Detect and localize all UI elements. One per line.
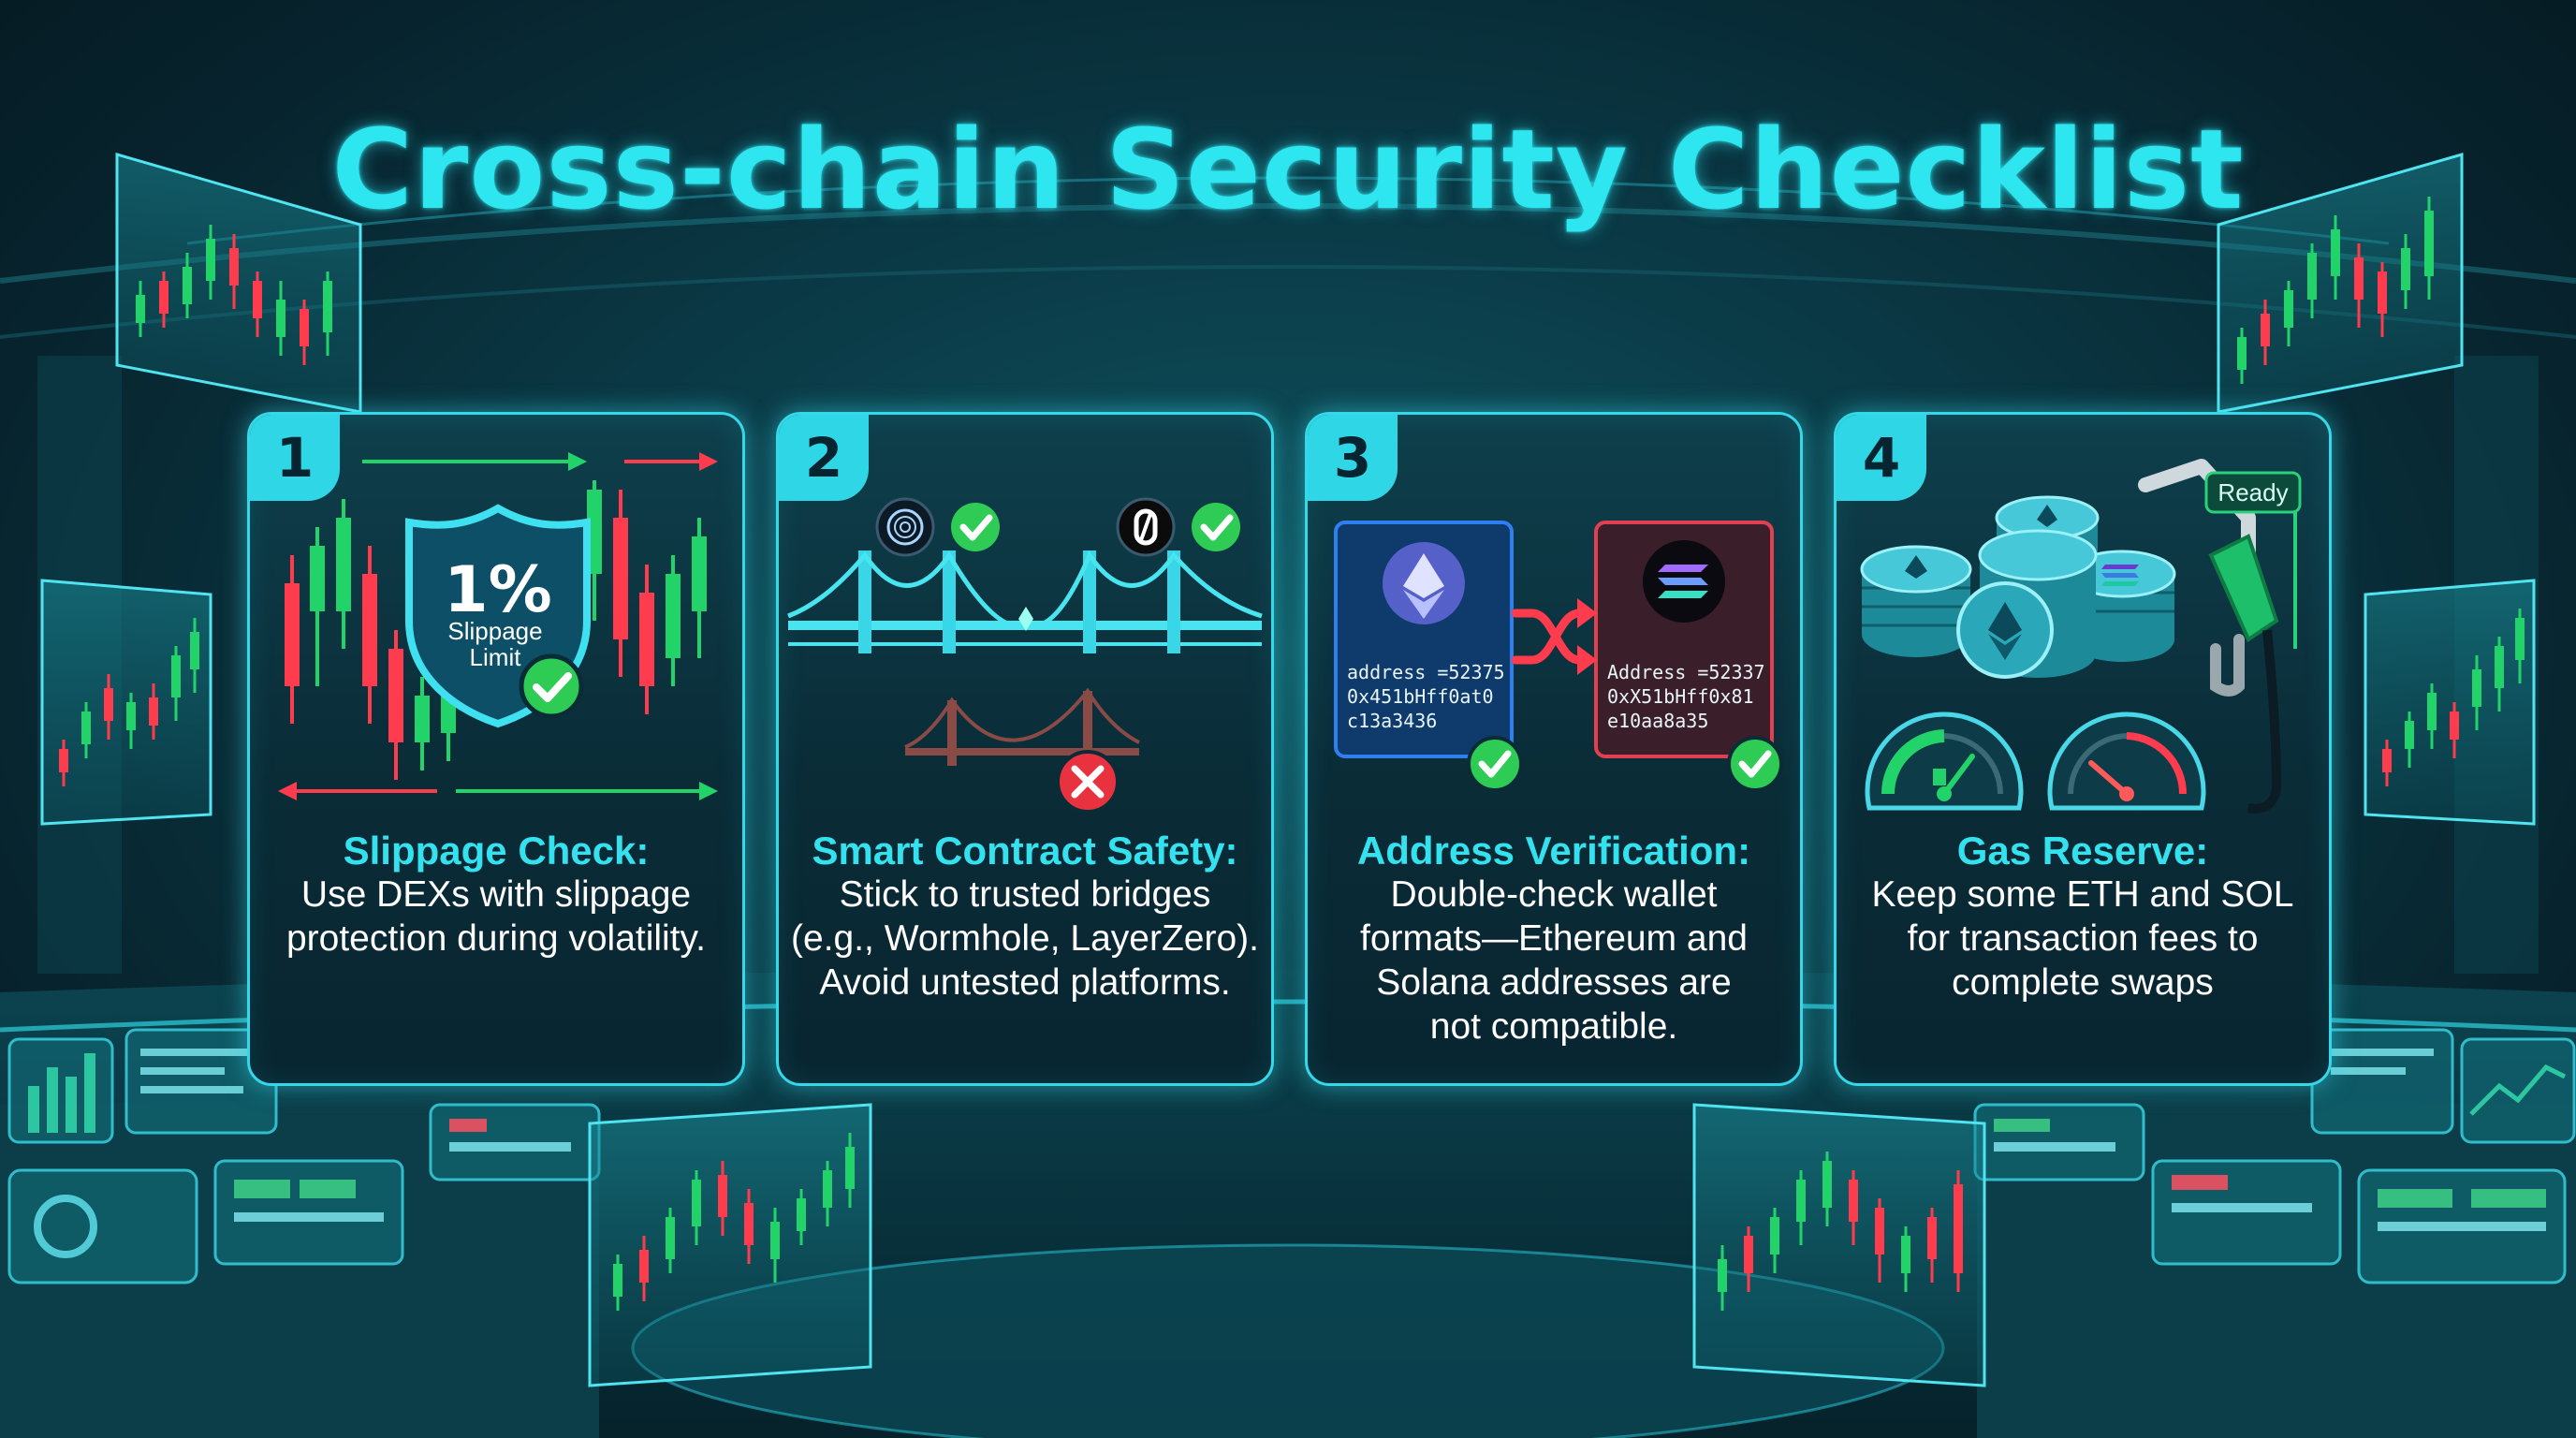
eth-address-line: address =52375 — [1347, 661, 1505, 683]
card-body-line: Stick to trusted bridges — [839, 874, 1211, 915]
checklist-card-gas: Ready 4 Gas Reserve: Keep some ETH and S… — [1834, 412, 2332, 1086]
slippage-limit-label: Slippage — [447, 617, 542, 645]
checklist-card-slippage: 1% Slippage Limit 1 Slippage Check: Use … — [247, 412, 745, 1086]
layerzero-logo — [1116, 497, 1176, 557]
sol-address-line: 0xX51bHff0x81 — [1607, 685, 1754, 708]
page-title: Cross-chain Security Checklist — [331, 105, 2245, 234]
slippage-limit-value: 1% — [444, 553, 551, 627]
check-icon — [519, 653, 584, 719]
shuffle-icon — [1511, 598, 1598, 675]
arrow-left — [278, 782, 718, 800]
card-body-line: Keep some ETH and SOL — [1871, 874, 2294, 915]
status-badge-label: Ready — [2217, 478, 2288, 506]
step-number-badge: 3 — [1308, 415, 1398, 501]
gas-pump-icon — [2138, 459, 2282, 814]
card-body-line: (e.g., Wormhole, LayerZero). — [791, 918, 1259, 959]
wormhole-logo — [875, 497, 935, 557]
card-body-line: Avoid untested platforms. — [819, 962, 1231, 1003]
card-text: Slippage Check: Use DEXs with slippage p… — [259, 829, 733, 961]
untrusted-bridge — [904, 687, 1140, 766]
check-icon — [1467, 736, 1523, 792]
step-number-badge: 4 — [1837, 415, 1926, 501]
bridge-illustration — [787, 497, 1263, 814]
floating-chart-panel — [40, 579, 212, 826]
card-text: Gas Reserve: Keep some ETH and SOL for t… — [1846, 829, 2320, 1005]
eth-address-line: c13a3436 — [1347, 710, 1437, 732]
checklist-card-address: address =52375 0x451bHff0at0 c13a3436 Ad… — [1305, 412, 1803, 1086]
check-icon — [951, 503, 1000, 551]
floating-chart-panel — [588, 1103, 872, 1387]
cross-icon — [1056, 750, 1120, 814]
trusted-bridge — [787, 550, 1263, 653]
card-body-line: Solana addresses are — [1376, 962, 1732, 1003]
checklist-card-smart-contract: 2 Smart Contract Safety: Stick to truste… — [776, 412, 1274, 1086]
sol-address-line: e10aa8a35 — [1607, 710, 1708, 732]
solana-logo — [1643, 540, 1725, 623]
check-icon — [1727, 736, 1783, 792]
step-number-badge: 1 — [250, 415, 340, 501]
floating-chart-panel — [2217, 153, 2464, 414]
gas-illustration: Ready — [1860, 459, 2302, 814]
ethereum-logo — [1383, 542, 1465, 624]
check-icon — [1192, 503, 1240, 551]
coin-stack — [1860, 495, 2176, 679]
card-body-line: complete swaps — [1952, 962, 2214, 1003]
arrow-right — [362, 452, 718, 471]
slippage-limit-label-2: Limit — [470, 643, 522, 671]
card-text: Address Verification: Double-check walle… — [1317, 829, 1791, 1049]
solana-address-panel: Address =52337 0xX51bHff0x81 e10aa8a35 — [1594, 521, 1774, 758]
card-body-line: not compatible. — [1429, 1006, 1678, 1047]
floating-chart-panel — [115, 153, 362, 414]
card-body-line: Double-check wallet — [1390, 874, 1718, 915]
card-body-line: Use DEXs with slippage — [300, 874, 692, 915]
speedometer — [2047, 712, 2206, 811]
status-badge: Ready — [2204, 471, 2302, 649]
ethereum-address-panel: address =52375 0x451bHff0at0 c13a3436 — [1334, 521, 1514, 758]
fuel-gauge — [1865, 712, 2024, 811]
card-heading: Slippage Check: — [343, 829, 650, 873]
card-text: Smart Contract Safety: Stick to trusted … — [788, 829, 1262, 1005]
card-body-line: protection during volatility. — [285, 918, 706, 959]
address-illustration: address =52375 0x451bHff0at0 c13a3436 Ad… — [1334, 521, 1783, 792]
card-heading: Smart Contract Safety: — [812, 829, 1238, 873]
floating-chart-panel — [2364, 579, 2536, 826]
eth-address-line: 0x451bHff0at0 — [1347, 685, 1494, 708]
card-body-line: formats—Ethereum and — [1359, 918, 1748, 959]
step-number-badge: 2 — [779, 415, 869, 501]
sol-address-line: Address =52337 — [1607, 661, 1765, 683]
card-body-line: for transaction fees to — [1907, 918, 2259, 959]
floating-chart-panel — [1692, 1103, 1986, 1387]
card-heading: Address Verification: — [1356, 829, 1751, 873]
card-heading: Gas Reserve: — [1956, 829, 2209, 873]
slippage-illustration: 1% Slippage Limit — [278, 452, 718, 800]
